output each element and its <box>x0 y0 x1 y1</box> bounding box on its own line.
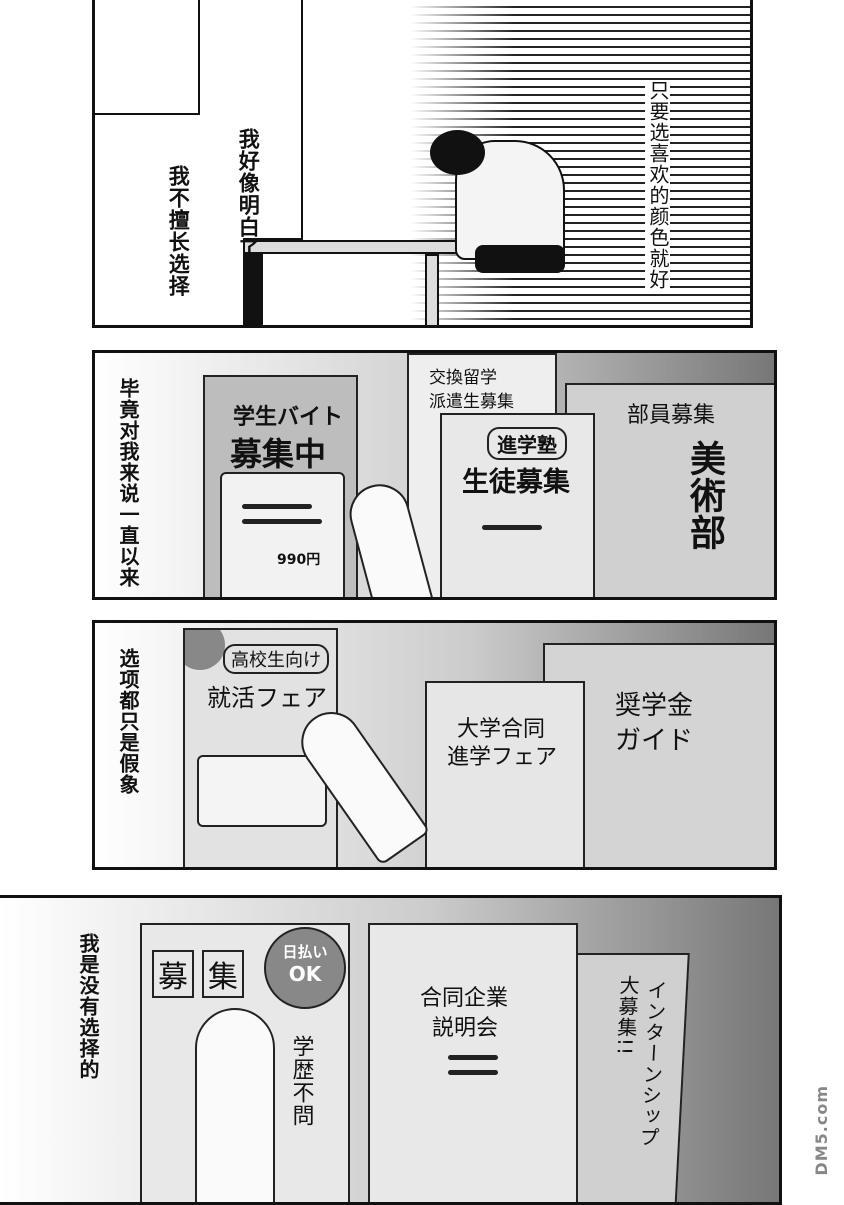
poster-heading: 集 <box>202 950 244 998</box>
caption-line: 毕竟对我来说 <box>116 378 140 504</box>
poster-heading: 奨学金 <box>615 691 694 721</box>
poster-company: 合同企業 説明会 <box>368 923 578 1202</box>
panel-2-flyers: 毕竟对我来说一直以来 交換留学 派遣生募集 部員募集 美術部 進学塾 生徒募集 … <box>92 350 777 600</box>
caption-line: 都只是假象 <box>116 690 140 795</box>
caption-line: 我好像 <box>236 128 261 194</box>
badge-pay-ok: 日払い OK <box>264 927 346 1009</box>
desk-leg <box>425 254 439 325</box>
poster-univ-fair: 大学合同 進学フェア <box>425 681 585 867</box>
caption-right: 只要选喜欢的颜色就好 <box>645 80 670 290</box>
caption-line: 明白了 <box>236 194 261 260</box>
info-box: 990円 <box>220 472 345 597</box>
poster-title: 進学塾 <box>487 427 567 460</box>
caption-line: 没有选择的 <box>76 975 100 1080</box>
poster-heading: ガイド <box>615 726 694 756</box>
student-legs <box>475 245 565 273</box>
text-scribble <box>448 1055 498 1060</box>
poster-heading: 募集中 <box>230 435 327 473</box>
hand <box>195 1008 275 1202</box>
panel-1-desk: 我不擅长选择 我好像明白了 只要选喜欢的颜色就好 <box>92 0 753 328</box>
caption: 我是没有选择的 <box>75 933 100 1080</box>
caption: 毕竟对我来说一直以来 <box>115 378 140 588</box>
poster-title: 交換留学 <box>429 368 497 388</box>
info-box <box>197 755 327 827</box>
poster-title: 学生バイト <box>233 405 344 430</box>
badge-line: OK <box>288 962 322 986</box>
poster-heading: 説明会 <box>432 1016 499 1041</box>
menu-circle <box>185 630 225 670</box>
text-scribble <box>242 519 322 524</box>
panel-3-fairs: 选项都只是假象 奨学金 ガイド 大学合同 進学フェア 高校生向け 就活フェア <box>92 620 777 870</box>
text-scribble <box>482 525 542 530</box>
poster-heading: 進学フェア <box>447 745 558 770</box>
poster-heading: 大学合同 <box>457 717 546 742</box>
caption: 选项都只是假象 <box>115 648 140 795</box>
poster-title: 高校生向け <box>223 644 329 674</box>
poster-title: 派遣生募集 <box>429 392 514 412</box>
poster-club: 部員募集 美術部 <box>565 383 774 597</box>
watermark: DM5.com <box>812 1085 831 1176</box>
text-scribble <box>242 504 312 509</box>
poster-heading: 生徒募集 <box>462 467 570 498</box>
caption-line: 一直以来 <box>116 504 140 588</box>
caption-line: 只要选 <box>646 80 670 143</box>
text-scribble <box>448 1070 498 1075</box>
caption-line: 喜欢的颜色就好 <box>646 143 670 290</box>
caption-left: 我不擅长选择 <box>166 165 191 297</box>
caption-mid: 我好像明白了 <box>235 128 261 260</box>
panel-4-recruit: 我是没有选择的 募 集 日払い OK 学歴不問 インターンシップ 大募集!! 合… <box>0 895 782 1205</box>
poster-recruit: 募 集 日払い OK 学歴不問 <box>140 923 350 1202</box>
desk-leg <box>243 254 263 325</box>
poster-heading: 募 <box>152 950 194 998</box>
poster-heading: 就活フェア <box>207 684 327 712</box>
student-hair <box>430 130 485 175</box>
poster-heading: インターンシップ <box>635 980 669 1148</box>
wage-label: 990円 <box>277 552 321 568</box>
badge-line: 日払い <box>282 943 328 961</box>
poster-job: 学生バイト 募集中 990円 <box>203 375 358 597</box>
caption-line: 我是 <box>76 933 100 975</box>
caption-line: 选项 <box>116 648 140 690</box>
poster-heading: 大募集!! <box>612 975 641 1057</box>
poster-heading: 合同企業 <box>420 986 509 1011</box>
poster-cram: 進学塾 生徒募集 <box>440 413 595 597</box>
poster-tag: 学歴不問 <box>288 1035 314 1127</box>
poster-title: 部員募集 <box>627 403 716 428</box>
inset-frame <box>243 0 303 240</box>
inset-frame <box>95 0 200 115</box>
poster-heading: 美術部 <box>684 440 725 551</box>
